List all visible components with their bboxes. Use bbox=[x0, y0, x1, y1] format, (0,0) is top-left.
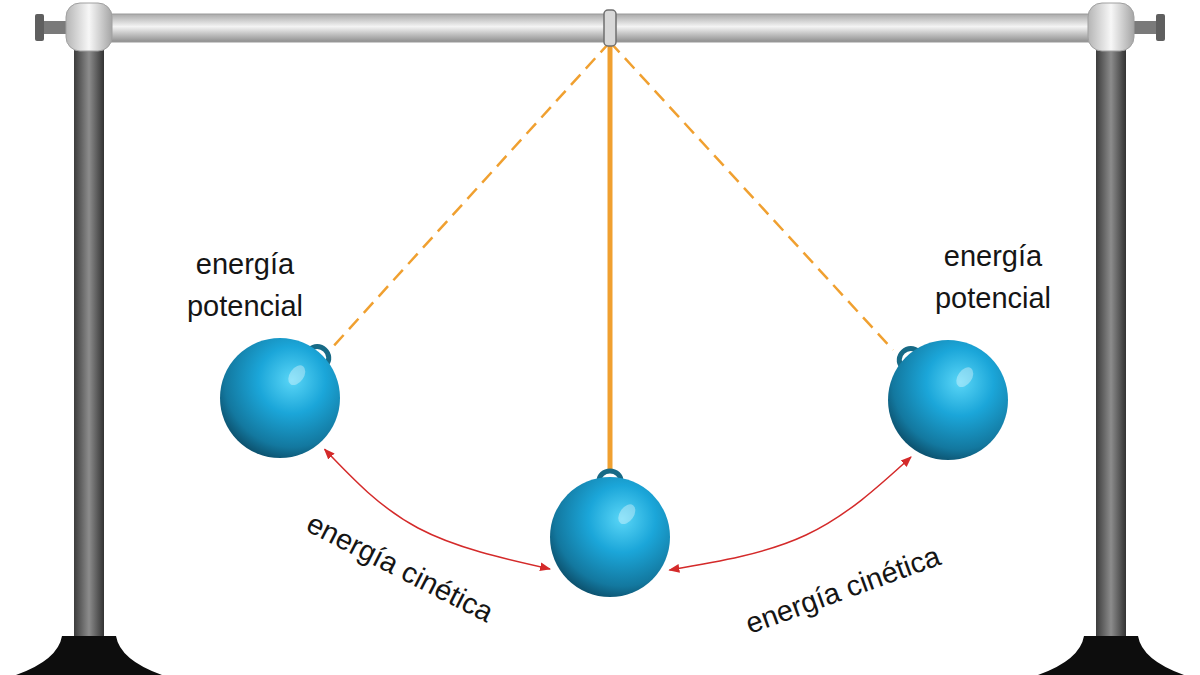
ball-body bbox=[220, 338, 340, 458]
ball-highlight bbox=[615, 501, 639, 527]
left-knob-head bbox=[35, 14, 44, 41]
dashed-string bbox=[610, 42, 893, 350]
left-base bbox=[16, 636, 162, 675]
cross-bar bbox=[100, 14, 1100, 42]
left-cap bbox=[66, 3, 112, 51]
left-post bbox=[74, 40, 104, 642]
pendulum-ball bbox=[550, 477, 670, 597]
ball-shape bbox=[550, 477, 670, 597]
energy-arrow bbox=[669, 457, 910, 570]
pendulum-string bbox=[608, 42, 613, 470]
energy-label: energía potencial bbox=[908, 235, 1078, 319]
ball-shape bbox=[888, 340, 1008, 460]
edge-label: energía cinética bbox=[741, 539, 945, 640]
right-post bbox=[1096, 40, 1126, 642]
ball-highlight bbox=[953, 364, 977, 390]
ball-body bbox=[550, 477, 670, 597]
right-base bbox=[1038, 636, 1184, 675]
edge-label: energía cinética bbox=[301, 507, 498, 629]
pendulum-ball: energía potencial bbox=[220, 338, 340, 458]
ball-shape bbox=[220, 338, 340, 458]
pivot-clip bbox=[604, 10, 616, 46]
energy-label: energía potencial bbox=[160, 243, 330, 327]
ball-highlight bbox=[285, 362, 309, 388]
ball-body bbox=[888, 340, 1008, 460]
right-knob-head bbox=[1156, 14, 1165, 41]
right-cap bbox=[1088, 3, 1134, 51]
pendulum-ball: energía potencial bbox=[888, 340, 1008, 460]
dashed-string bbox=[330, 42, 610, 350]
